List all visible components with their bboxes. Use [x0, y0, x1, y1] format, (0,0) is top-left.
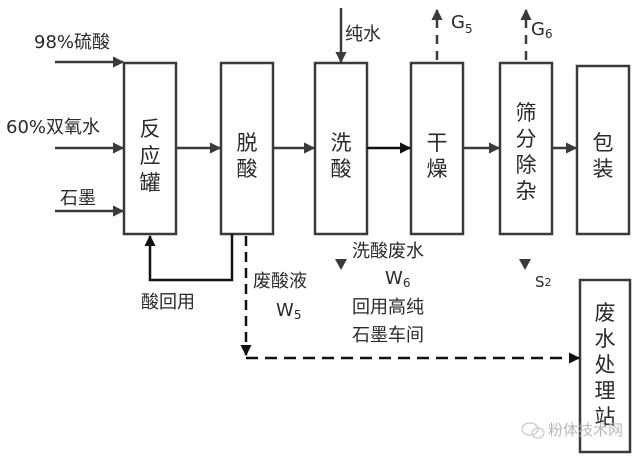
screening-char-3: 除 — [516, 153, 537, 177]
acid-wash-char-2: 酸 — [331, 157, 352, 181]
waste-acid-label: 废酸液 — [253, 271, 307, 292]
packaging-char-1: 包 — [593, 131, 614, 155]
packaging-char-2: 装 — [593, 157, 614, 181]
acid-reuse-loop — [144, 234, 234, 282]
box-drying — [409, 61, 465, 236]
box-reactor — [122, 61, 178, 236]
reactor-char-2: 应 — [140, 144, 161, 168]
wastewater-char-5: 站 — [595, 405, 616, 429]
screening-char-1: 筛 — [516, 101, 537, 125]
deacid-char-2: 酸 — [237, 157, 258, 181]
reactor-char-1: 反 — [140, 117, 161, 141]
watermark: 粉体技术网 — [521, 421, 623, 439]
wastewater-char-4: 理 — [595, 379, 616, 403]
box-wastewater-plant — [578, 278, 632, 454]
wechat-icon — [521, 422, 539, 436]
wash-water-w-label: W6 — [385, 268, 410, 290]
acid-reuse-label: 酸回用 — [141, 292, 195, 313]
s2-label: S2 — [535, 273, 552, 291]
wastewater-char-2: 水 — [595, 327, 616, 351]
pure-water-label: 纯水 — [345, 24, 381, 45]
wastewater-char-1: 废 — [595, 301, 616, 325]
watermark-text: 粉体技术网 — [548, 421, 623, 439]
g5-label: G5 — [451, 12, 473, 36]
graphite-label: 石墨 — [60, 188, 96, 209]
peroxide-label: 60%双氧水 — [6, 117, 100, 138]
screening-char-2: 分 — [516, 127, 537, 151]
s2-triangle — [519, 259, 531, 270]
deacid-char-1: 脱 — [237, 131, 258, 155]
wechat-icon-small — [531, 427, 545, 439]
reactor-char-3: 罐 — [140, 171, 161, 195]
g6-label: G6 — [531, 19, 553, 41]
screening-char-4: 杂 — [516, 179, 537, 203]
box-deacid — [219, 61, 275, 236]
box-acid-wash — [313, 61, 369, 236]
drying-char-1: 干 — [427, 131, 448, 155]
wash-water-label: 洗酸废水 — [352, 241, 424, 262]
wash-water-triangle — [335, 259, 347, 270]
acid-wash-char-1: 洗 — [331, 131, 352, 155]
waste-acid-w-label: W5 — [276, 300, 301, 322]
wash-water-reuse-label-1: 回用高纯 — [352, 297, 424, 318]
sulfuric-acid-label: 98%硫酸 — [34, 32, 110, 53]
box-screening — [498, 61, 554, 236]
drying-char-2: 燥 — [427, 157, 448, 181]
box-packaging — [575, 64, 631, 236]
wastewater-char-3: 处 — [595, 353, 616, 377]
wash-water-reuse-label-2: 石墨车间 — [352, 325, 424, 346]
